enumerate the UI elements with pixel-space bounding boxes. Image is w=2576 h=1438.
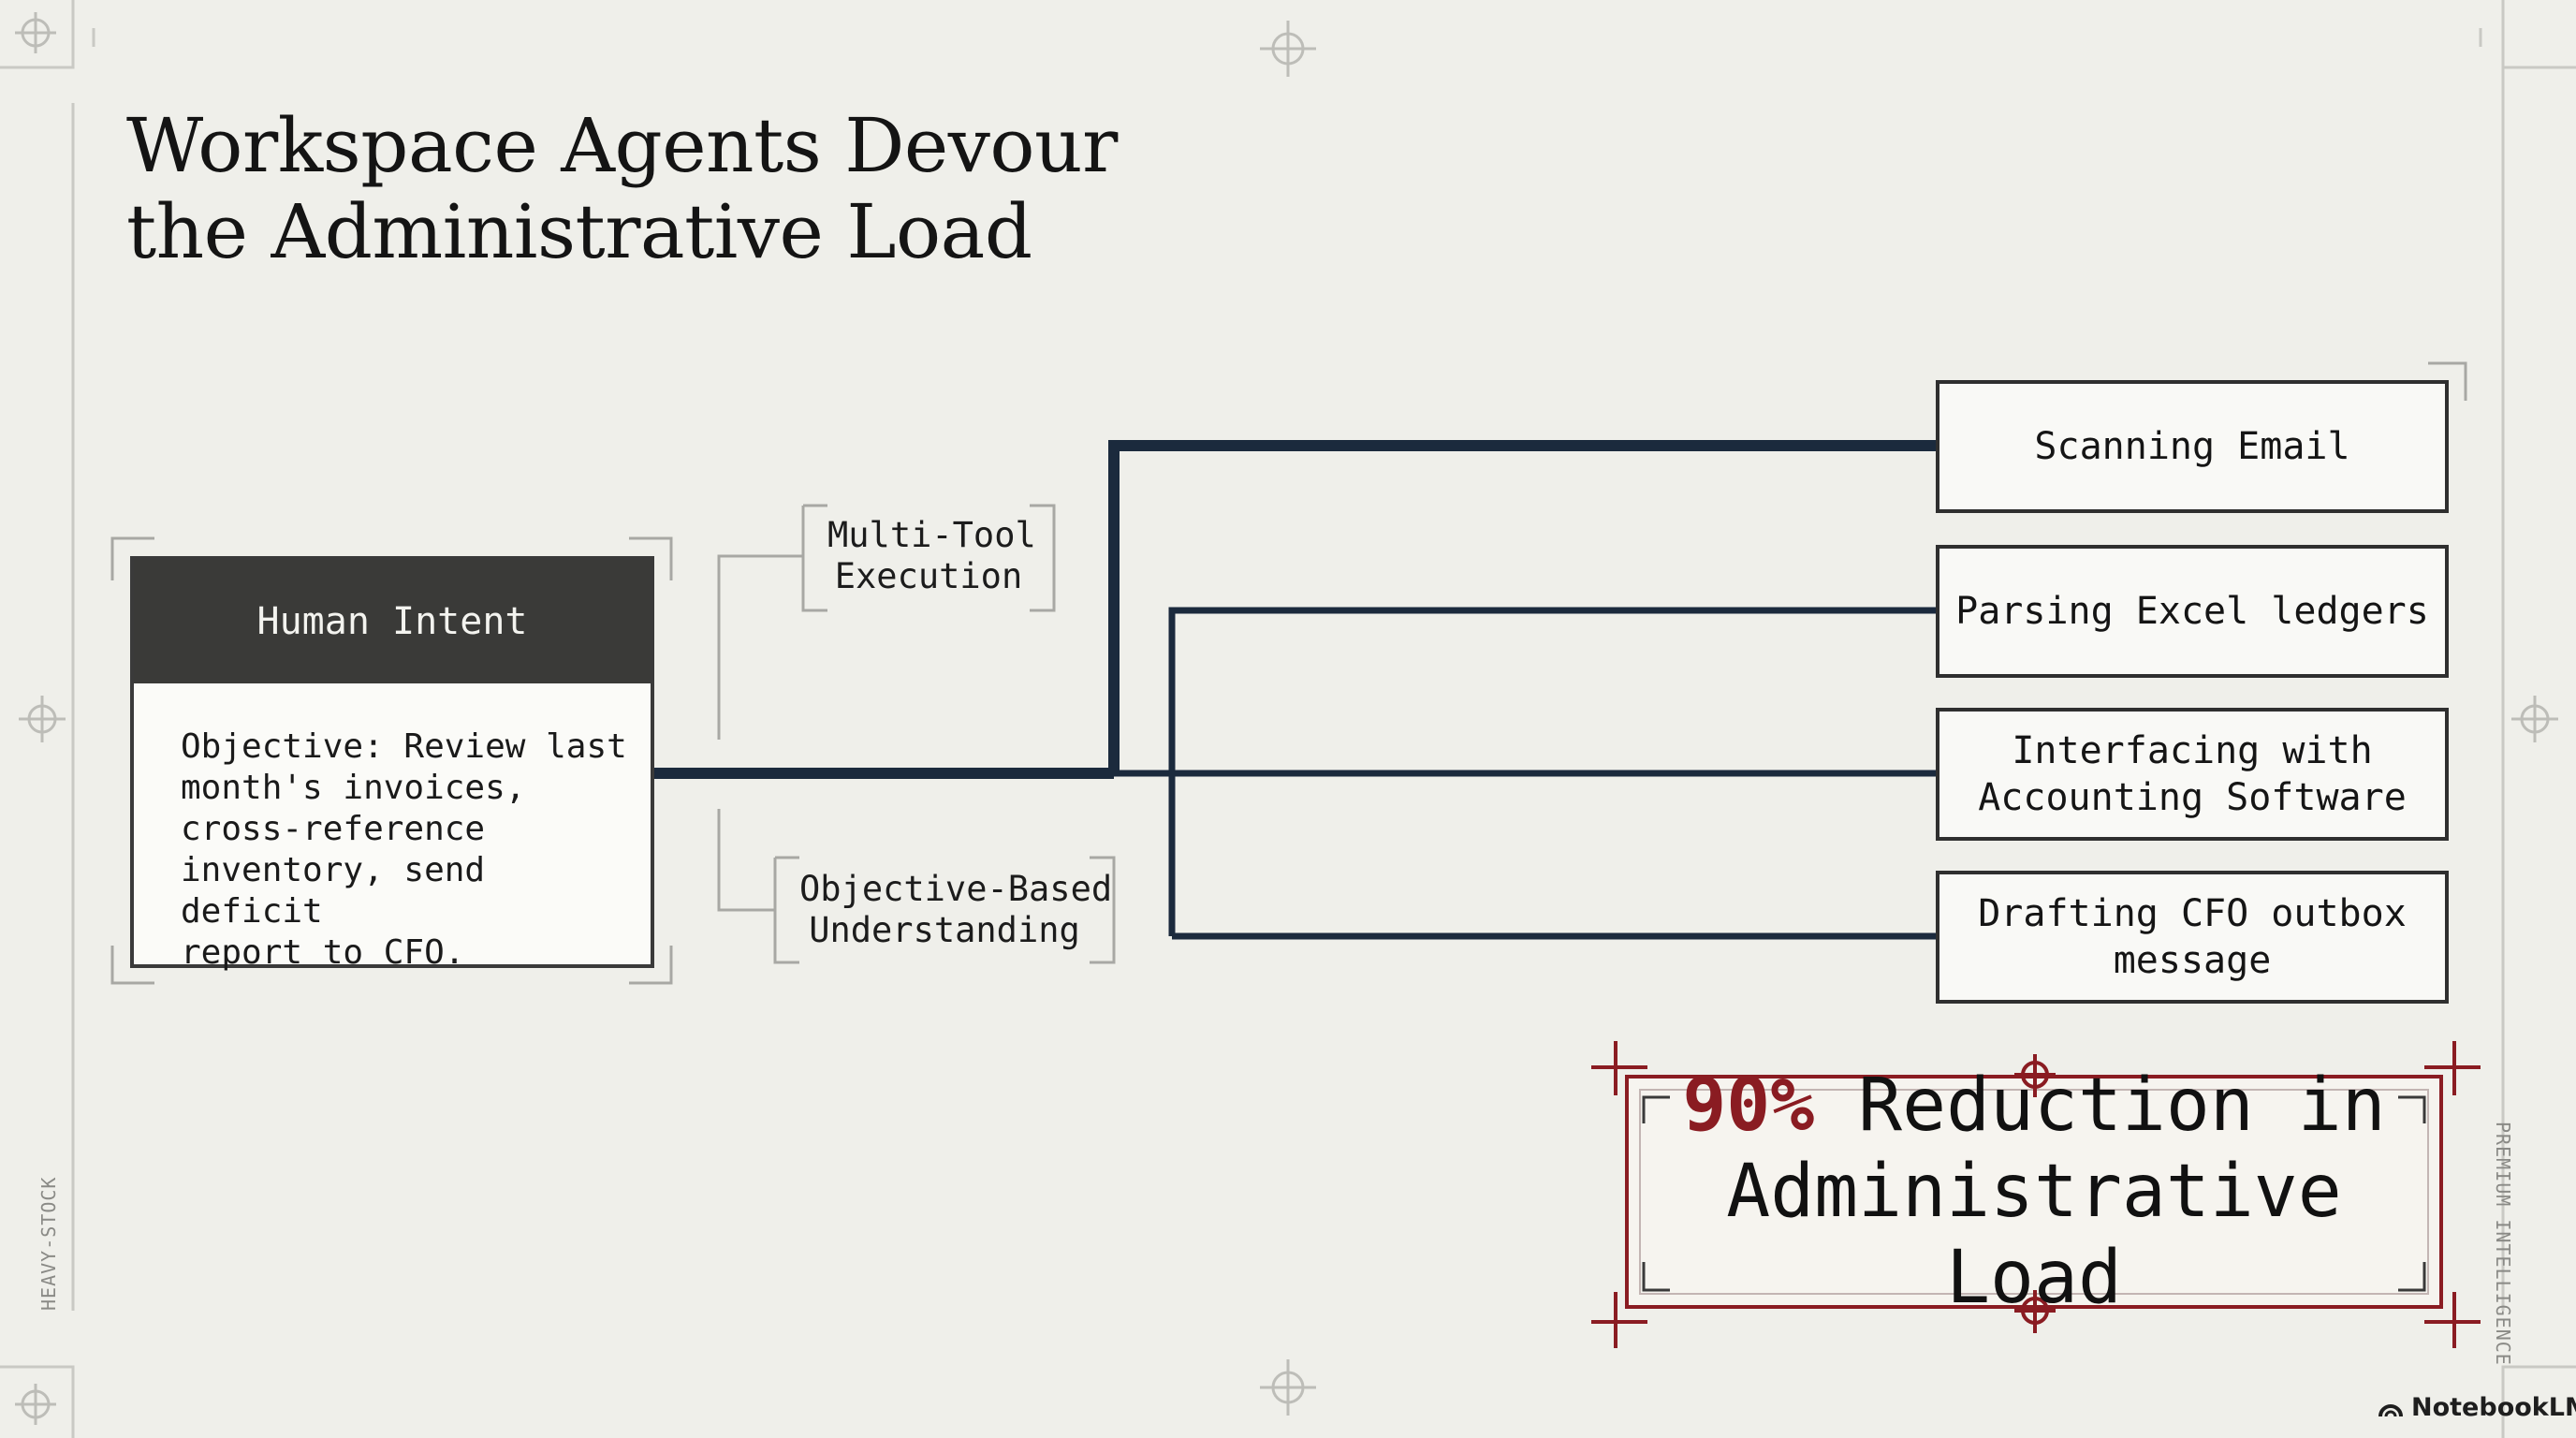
task-interfacing-accounting-software: Interfacing with Accounting Software bbox=[1936, 708, 2449, 841]
crosshair-icon bbox=[19, 696, 66, 742]
human-intent-card: Human Intent Objective: Review last mont… bbox=[130, 556, 654, 972]
task-parsing-excel-ledgers: Parsing Excel ledgers bbox=[1936, 545, 2449, 678]
left-margin-stamp: HEAVY-STOCK bbox=[37, 1176, 60, 1311]
connectors bbox=[654, 440, 1936, 940]
task-label: message bbox=[2113, 939, 2272, 982]
result-percent: 90% bbox=[1682, 1063, 1815, 1148]
result-text-1: Reduction in bbox=[1814, 1063, 2386, 1148]
right-margin-stamp: PREMIUM INTELLIGENCE bbox=[2492, 1122, 2514, 1366]
intent-card-brackets bbox=[110, 536, 673, 985]
crosshair-icon bbox=[1260, 1359, 1316, 1416]
connector-task-1 bbox=[1108, 440, 1936, 773]
crosshair-icon bbox=[15, 1384, 56, 1425]
page-title: Workspace Agents Devour the Administrati… bbox=[126, 103, 1118, 275]
task-label: Interfacing with bbox=[2012, 729, 2373, 772]
label-line: Execution bbox=[834, 556, 1023, 596]
task-label: Parsing Excel ledgers bbox=[1955, 590, 2429, 633]
task-label: Drafting CFO outbox bbox=[1978, 892, 2407, 935]
crosshair-icon bbox=[1260, 21, 1316, 77]
registration-marks bbox=[15, 12, 2558, 1425]
task-drafting-cfo-message: Drafting CFO outbox message bbox=[1936, 871, 2449, 1004]
result-text-2: Administrative Load bbox=[1726, 1149, 2342, 1320]
result-line-1: 90% Reduction in bbox=[1682, 1063, 2385, 1149]
crosshair-icon bbox=[15, 12, 56, 53]
result-frame bbox=[1591, 1041, 2481, 1348]
title-line-1: Workspace Agents Devour bbox=[126, 102, 1118, 189]
result-callout: 90% Reduction in Administrative Load bbox=[1627, 1064, 2441, 1320]
title-line-2: the Administrative Load bbox=[126, 188, 1032, 275]
task-label: Scanning Email bbox=[2034, 425, 2350, 468]
objective-based-understanding-label: Objective-Based Understanding bbox=[799, 869, 1113, 951]
crosshair-icon bbox=[2511, 696, 2558, 742]
branch-brackets bbox=[717, 504, 1116, 964]
label-line: Multi-Tool bbox=[827, 515, 1036, 555]
notebooklm-logo-icon bbox=[2378, 1403, 2403, 1416]
label-line: Objective-Based bbox=[799, 869, 1113, 909]
label-line: Understanding bbox=[809, 910, 1080, 950]
multi-tool-execution-label: Multi-Tool Execution bbox=[827, 515, 1036, 597]
notebooklm-brand: NotebookLM bbox=[2378, 1393, 2576, 1422]
connector-task-2 bbox=[1168, 607, 1936, 936]
human-intent-header: Human Intent bbox=[134, 560, 651, 683]
task-label: Accounting Software bbox=[1978, 776, 2407, 819]
objective-text: Objective: Review last month's invoices,… bbox=[181, 727, 627, 972]
brand-name: NotebookLM bbox=[2411, 1393, 2576, 1422]
task-scanning-email: Scanning Email bbox=[1936, 380, 2449, 513]
